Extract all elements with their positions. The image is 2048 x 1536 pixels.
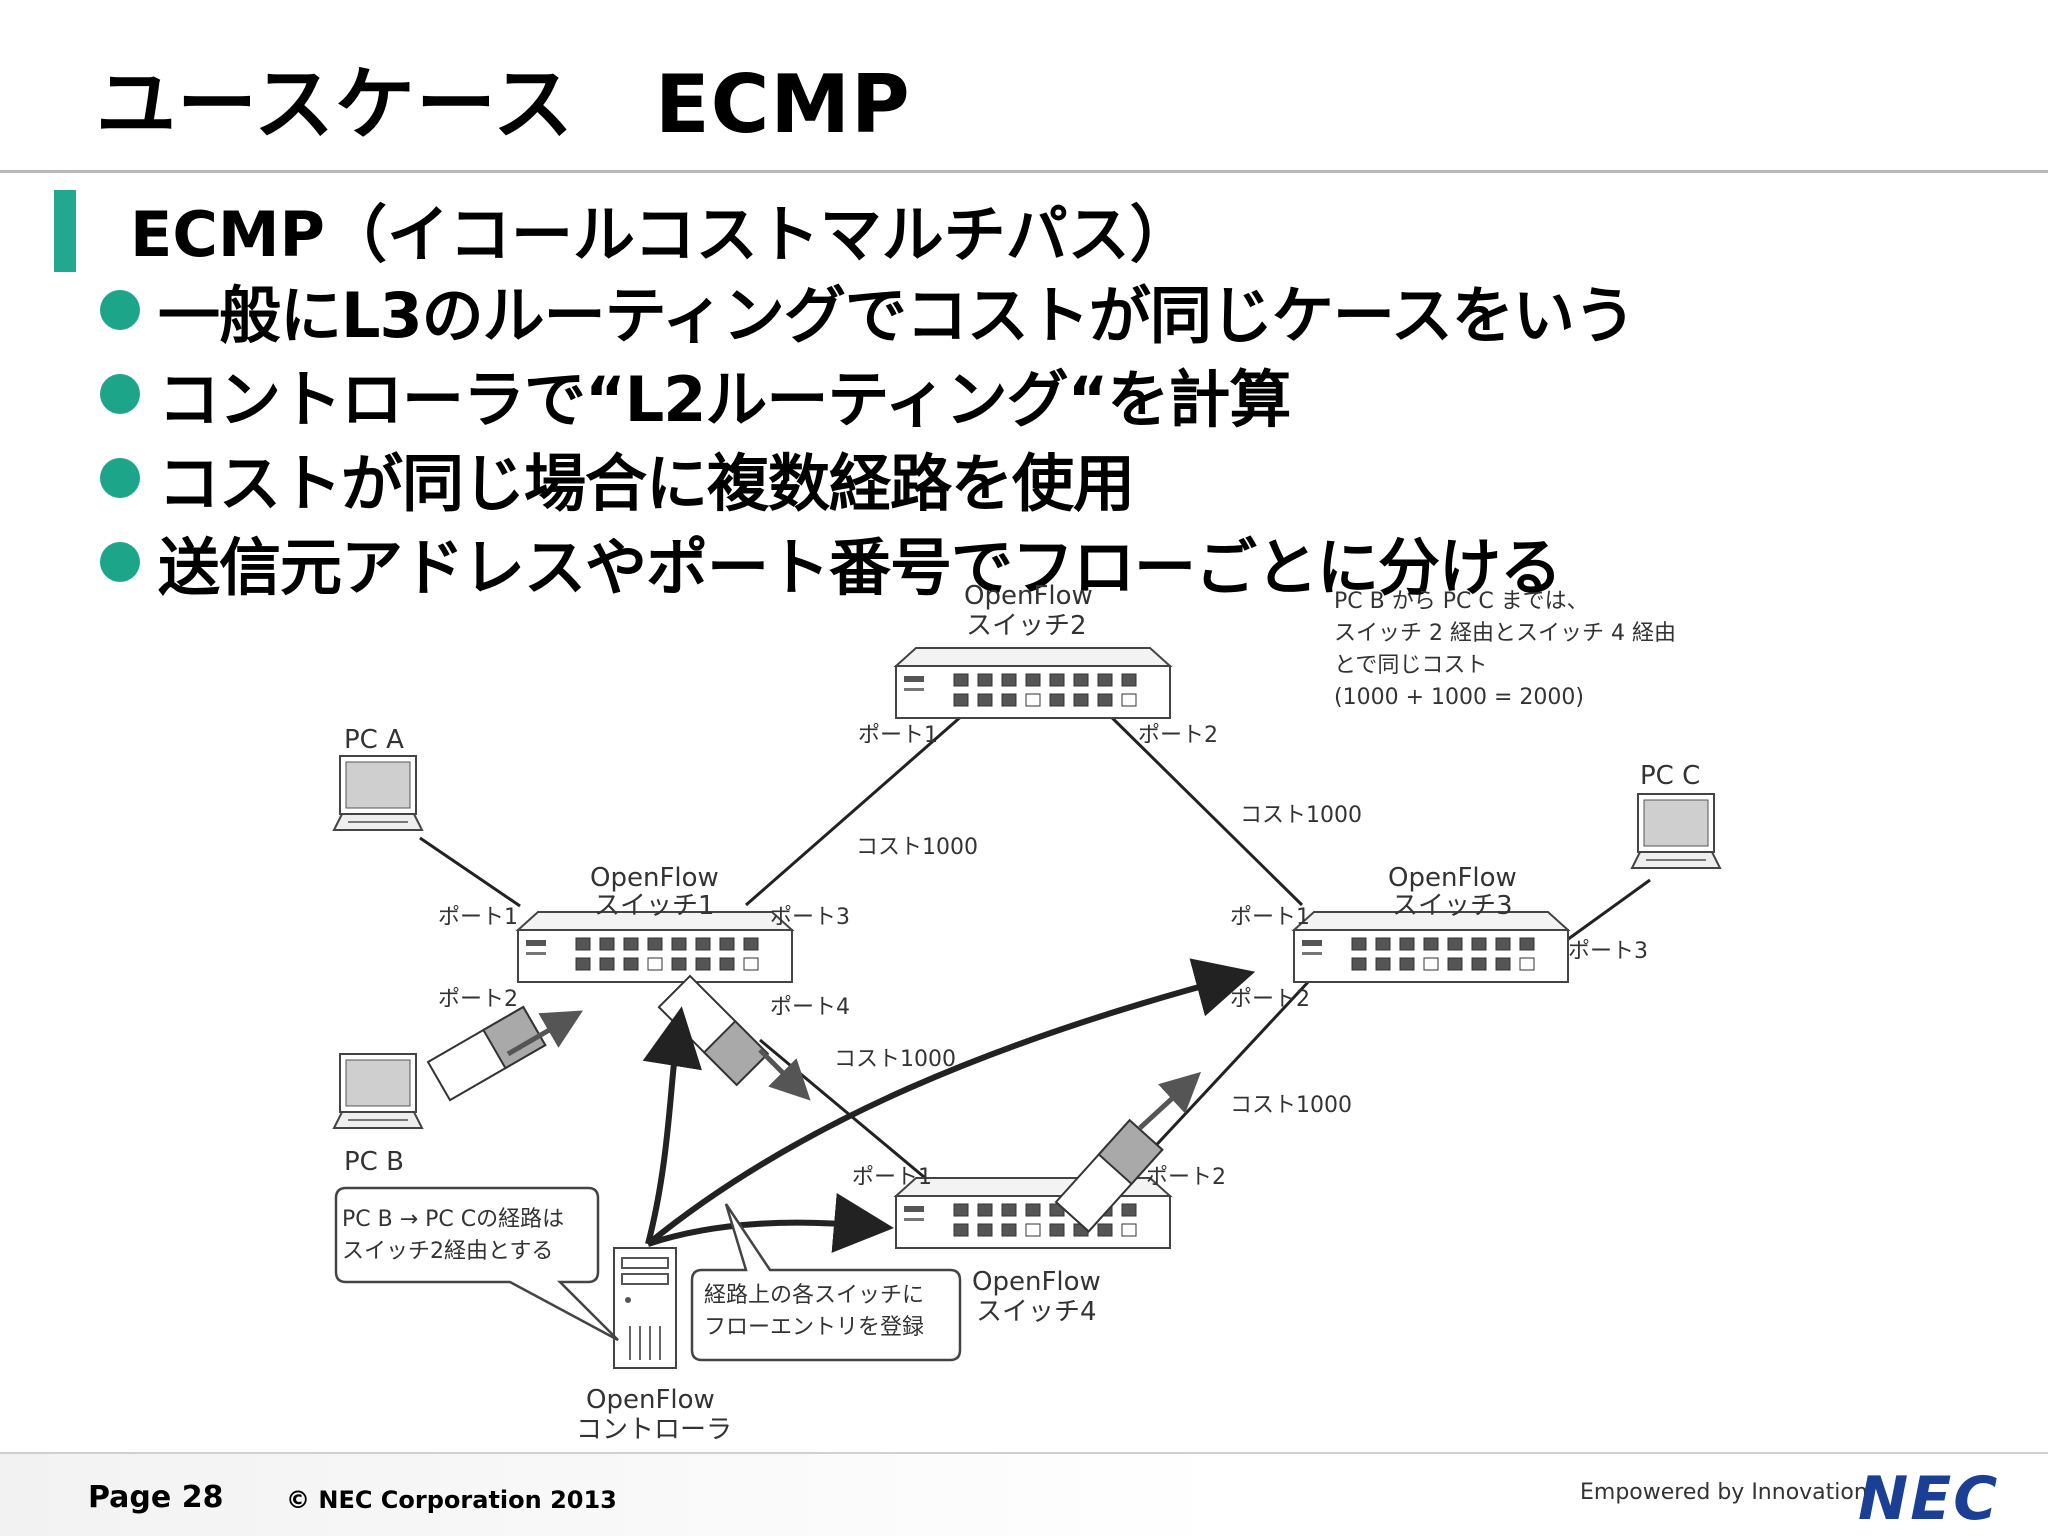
controller-server-icon: [613, 1247, 677, 1369]
callout-route-line2: スイッチ2経由とする: [342, 1239, 553, 1264]
switch2-label-line2: スイッチ2: [966, 611, 1087, 641]
slide-title: ユースケース ECMP: [96, 58, 911, 151]
bullet-dot-icon: [100, 458, 140, 498]
link-sw2-sw3: [1092, 698, 1304, 907]
link-sw1-sw2: [745, 698, 981, 907]
link-pca-sw1: [419, 836, 521, 908]
page-number: Page 28: [88, 1480, 224, 1515]
bullet-item: コストが同じ場合に複数経路を使用: [100, 436, 1635, 520]
bullet-text: 送信元アドレスやポート番号でフローごとに分ける: [158, 531, 1562, 604]
sw1-port3-label: ポート3: [770, 905, 850, 930]
packet-sw4-port2: [1054, 1071, 1202, 1233]
pc-c-icon: [1631, 793, 1721, 869]
switch1-icon: [517, 911, 793, 983]
switch3-label-line1: OpenFlow: [1388, 863, 1517, 893]
switch3-icon: [1293, 911, 1569, 983]
bullet-item: 送信元アドレスやポート番号でフローごとに分ける: [100, 520, 1635, 604]
note-line3: とで同じコスト: [1334, 653, 1487, 678]
packet-sw1-port4: [657, 974, 811, 1101]
controller-arrows: [642, 958, 1256, 1253]
bullet-text: コントローラで“L2ルーティング“を計算: [158, 363, 1291, 436]
cost-sw1-sw2: コスト1000: [856, 835, 978, 860]
bullet-text: 一般にL3のルーティングでコストが同じケースをいう: [158, 279, 1636, 352]
copyright-text: © NEC Corporation 2013: [286, 1486, 617, 1514]
pc-b-icon: [333, 1053, 423, 1129]
bullet-list: 一般にL3のルーティングでコストが同じケースをいう コントローラで“L2ルーティ…: [100, 268, 1636, 604]
sw2-port2-label: ポート2: [1138, 723, 1218, 748]
sw3-port3-label: ポート3: [1568, 939, 1648, 964]
footer-divider: [0, 1452, 2048, 1454]
cost-sw2-sw3: コスト1000: [1240, 803, 1362, 828]
cost-sw1-sw4: コスト1000: [834, 1047, 956, 1072]
bullet-dot-icon: [100, 542, 140, 582]
sw1-port2-label: ポート2: [438, 987, 518, 1012]
callout-register-line2: フローエントリを登録: [704, 1315, 924, 1340]
switch4-icon: [895, 1177, 1171, 1249]
sw1-port1-label: ポート1: [438, 905, 518, 930]
sw4-port1-label: ポート1: [852, 1165, 932, 1190]
pc-c-label: PC C: [1640, 761, 1700, 791]
callout-register-line1: 経路上の各スイッチに: [704, 1283, 924, 1308]
pc-a-icon: [333, 755, 423, 831]
callout-route: PC B → PC Cの経路は スイッチ2経由とする: [334, 1186, 619, 1342]
note-line4: (1000 + 1000 = 2000): [1334, 685, 1584, 710]
switch4-label-line2: スイッチ4: [976, 1297, 1097, 1327]
bullet-item: 一般にL3のルーティングでコストが同じケースをいう: [100, 268, 1636, 352]
sw3-port1-label: ポート1: [1230, 905, 1310, 930]
switch2-icon: [895, 647, 1171, 719]
footer-band: [0, 1452, 2048, 1536]
section-heading: ECMP（イコールコストマルチパス）: [130, 198, 1192, 271]
link-sw3-pcc: [1559, 878, 1651, 947]
switch3-label-line2: スイッチ3: [1392, 891, 1513, 921]
controller-label-line2: コントローラ: [576, 1415, 732, 1445]
tagline: Empowered by Innovation: [1580, 1480, 1868, 1505]
callout-register: 経路上の各スイッチに フローエントリを登録: [690, 1203, 962, 1362]
title-divider: [0, 170, 2048, 173]
switch1-label-line1: OpenFlow: [590, 863, 719, 893]
cost-sw4-sw3: コスト1000: [1230, 1093, 1352, 1118]
packet-pcb: [426, 1005, 583, 1102]
sw3-port2-label: ポート2: [1230, 987, 1310, 1012]
sw2-port1-label: ポート1: [858, 723, 938, 748]
pc-a-label: PC A: [344, 725, 404, 755]
pc-b-label: PC B: [344, 1147, 404, 1177]
bullet-text: コストが同じ場合に複数経路を使用: [158, 447, 1135, 520]
section-marker: [54, 190, 76, 272]
nec-logo: NEC: [1858, 1464, 2000, 1534]
bullet-dot-icon: [100, 374, 140, 414]
switch2-label-line1: OpenFlow: [964, 581, 1093, 611]
sw4-port2-label: ポート2: [1146, 1165, 1226, 1190]
controller-label-line1: OpenFlow: [586, 1385, 715, 1415]
switch4-label-line1: OpenFlow: [972, 1267, 1101, 1297]
bullet-item: コントローラで“L2ルーティング“を計算: [100, 352, 1635, 436]
callout-route-line1: PC B → PC Cの経路は: [342, 1207, 564, 1232]
note-line2: スイッチ 2 経由とスイッチ 4 経由: [1334, 621, 1676, 646]
switch1-label-line2: スイッチ1: [594, 891, 715, 921]
bullet-dot-icon: [100, 290, 140, 330]
sw1-port4-label: ポート4: [770, 995, 850, 1020]
note-line1: PC B から PC C までは、: [1334, 589, 1589, 614]
